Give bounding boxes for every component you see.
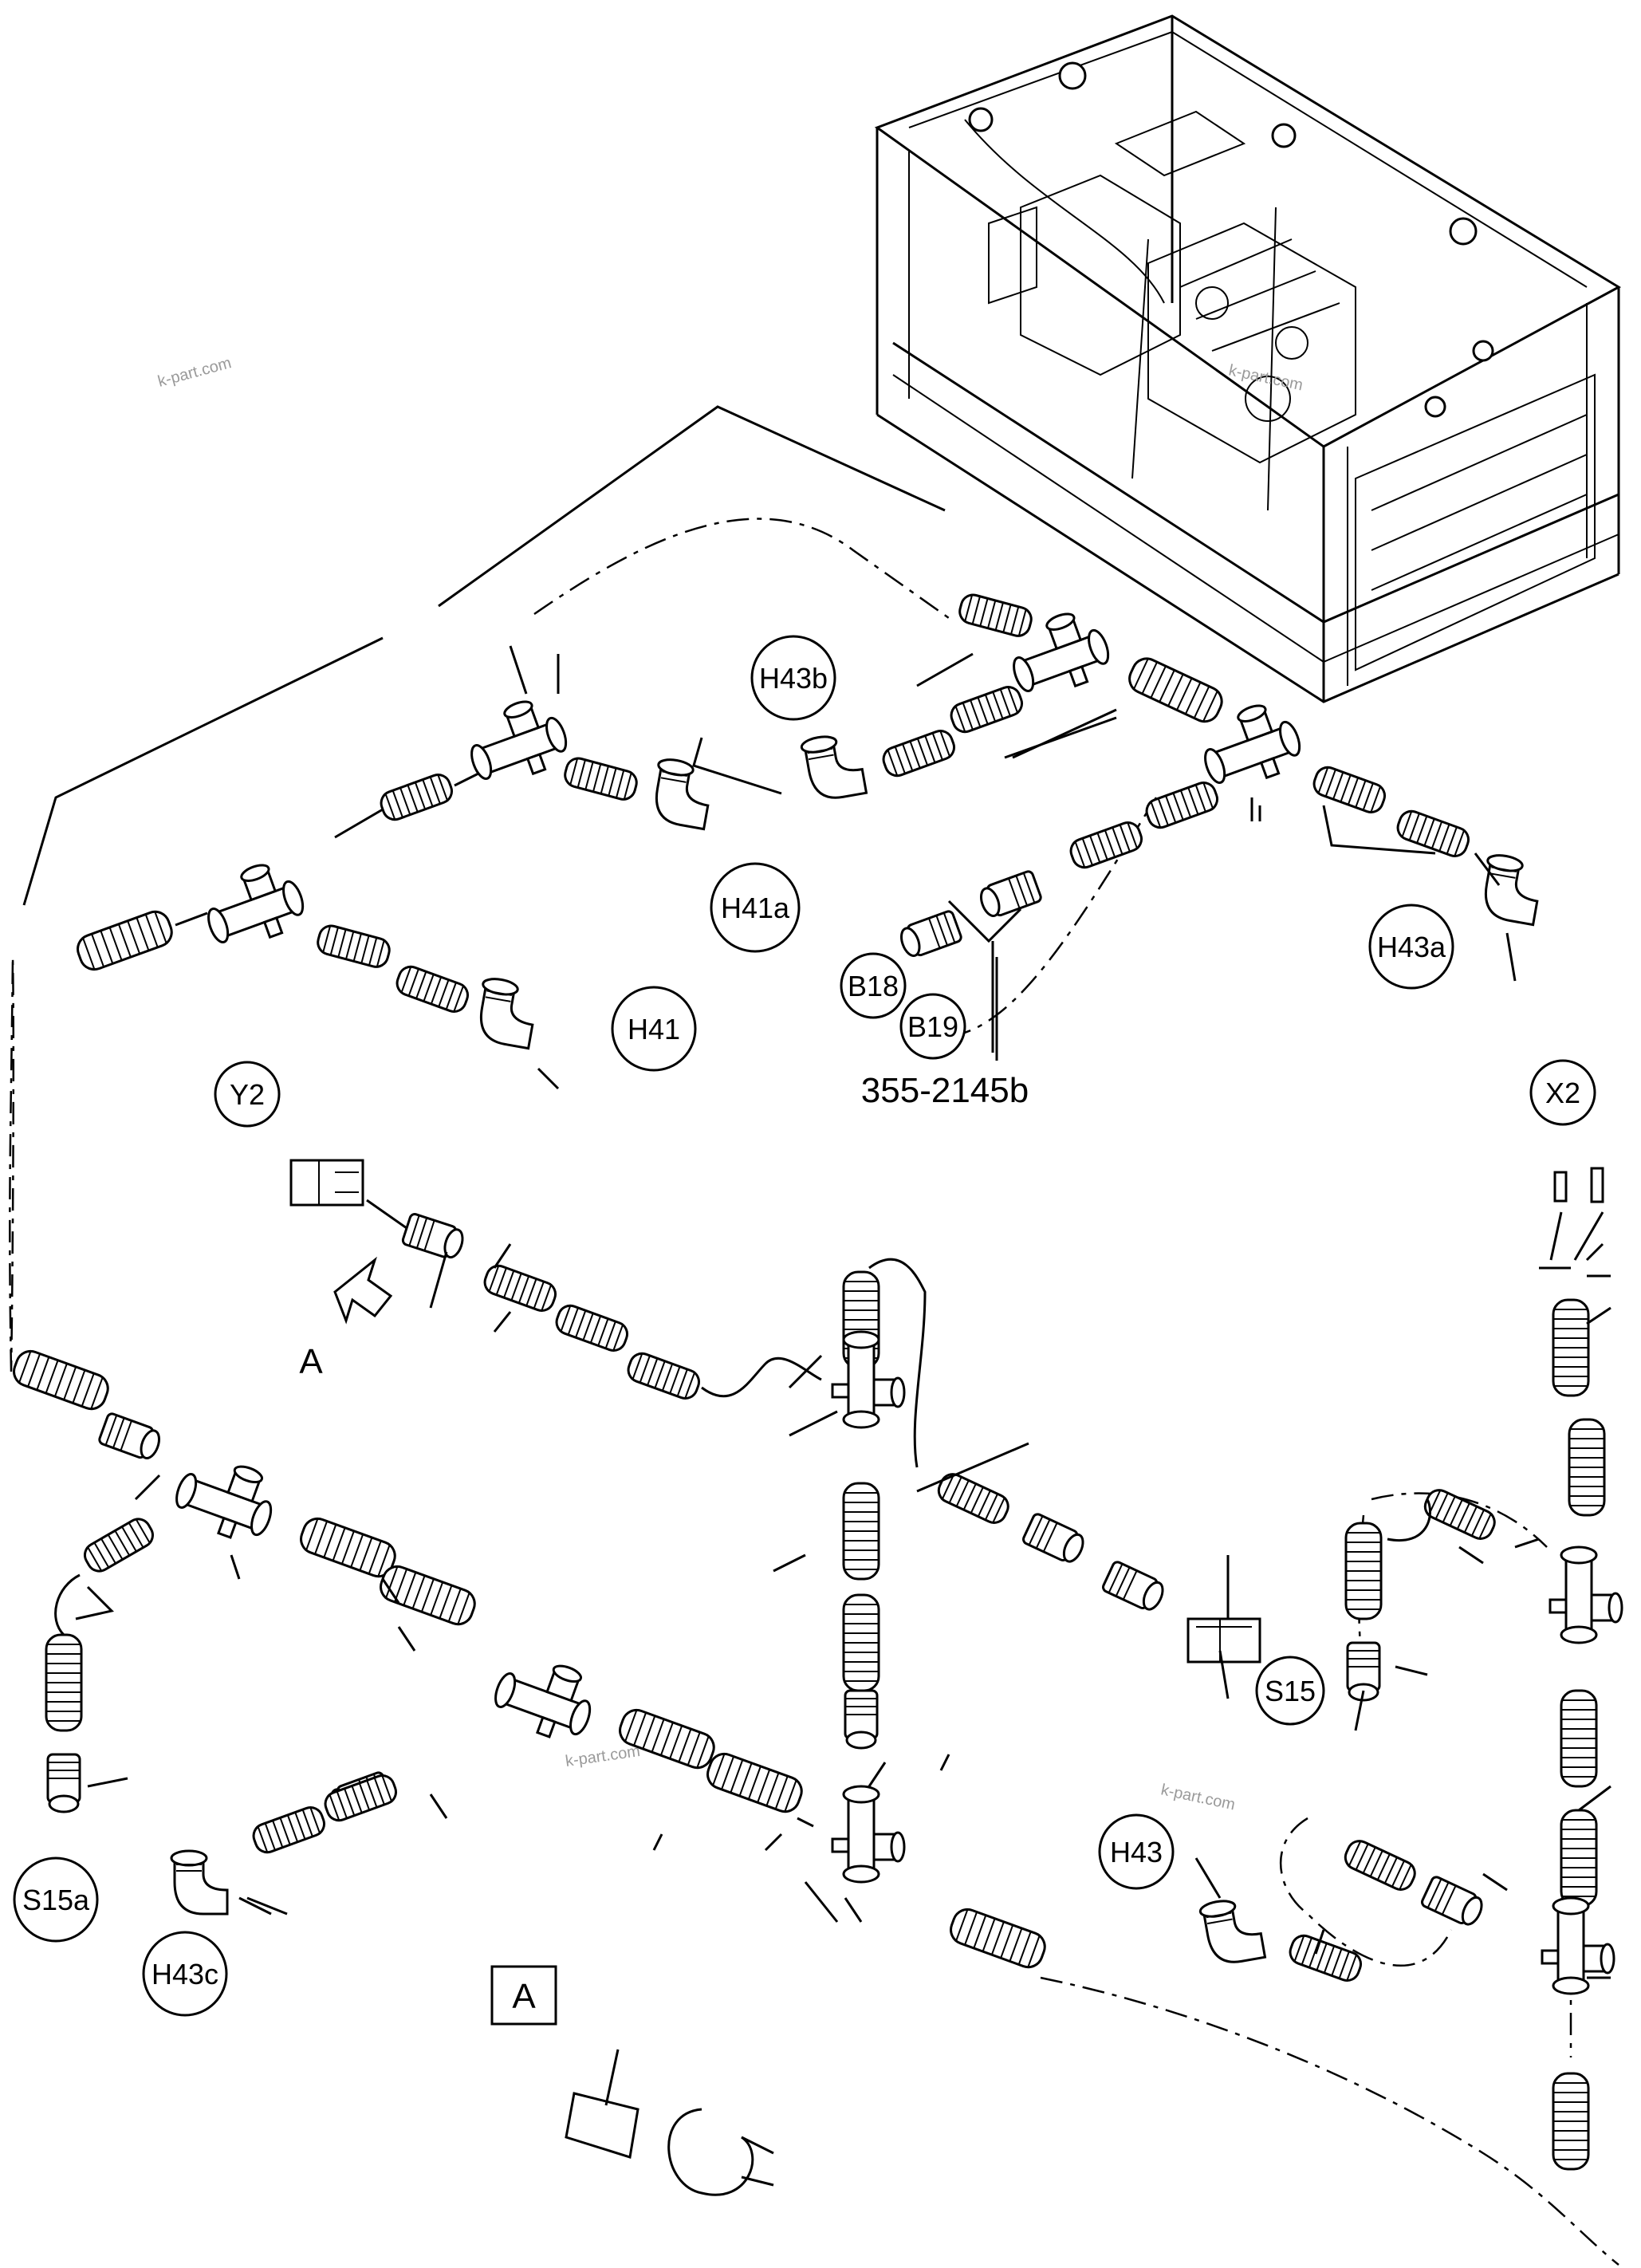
callout-h43b-text: H43b	[759, 662, 828, 695]
view-a-arrow	[333, 1256, 393, 1325]
watermark: k-part.com	[565, 1742, 642, 1770]
callout-h41: H41	[611, 986, 697, 1072]
callout-h41a: H41a	[710, 862, 801, 953]
watermark: k-part.com	[1227, 361, 1305, 394]
callout-x2: X2	[1529, 1059, 1596, 1126]
callout-b19: B19	[899, 993, 966, 1060]
callout-b19-text: B19	[907, 1010, 958, 1043]
callout-h43c: H43c	[142, 1931, 228, 2017]
callout-b18-text: B18	[848, 970, 899, 1002]
callout-x2-text: X2	[1545, 1077, 1580, 1109]
callout-h41-text: H41	[628, 1013, 680, 1045]
callout-h41a-text: H41a	[721, 892, 790, 924]
engine-frame-illustration	[874, 14, 1622, 703]
callout-h43a-text: H43a	[1377, 931, 1446, 963]
callout-s15-text: S15	[1265, 1675, 1316, 1707]
callout-h43c-text: H43c	[152, 1958, 218, 1990]
callout-h43-text: H43	[1110, 1836, 1163, 1868]
callout-s15a-text: S15a	[22, 1884, 90, 1916]
callout-h43a: H43a	[1368, 904, 1454, 990]
callout-h43b: H43b	[750, 635, 836, 721]
callout-y2-text: Y2	[230, 1078, 265, 1111]
callout-b18: B18	[840, 952, 907, 1019]
callout-s15: S15	[1255, 1656, 1325, 1726]
watermark: k-part.com	[1159, 1781, 1237, 1813]
assembly-boundary-lines	[22, 405, 946, 906]
callout-y2: Y2	[214, 1061, 281, 1128]
callout-h43: H43	[1098, 1813, 1175, 1890]
callout-s15a: S15a	[13, 1857, 99, 1943]
part-number-label: 355-2145b	[861, 1071, 1029, 1110]
watermark: k-part.com	[156, 354, 234, 391]
view-a-arrow-label: A	[299, 1342, 323, 1381]
view-a-box-label: A	[512, 1977, 536, 2016]
view-a-box: A	[490, 1965, 557, 2026]
hose-network	[8, 591, 1623, 2196]
